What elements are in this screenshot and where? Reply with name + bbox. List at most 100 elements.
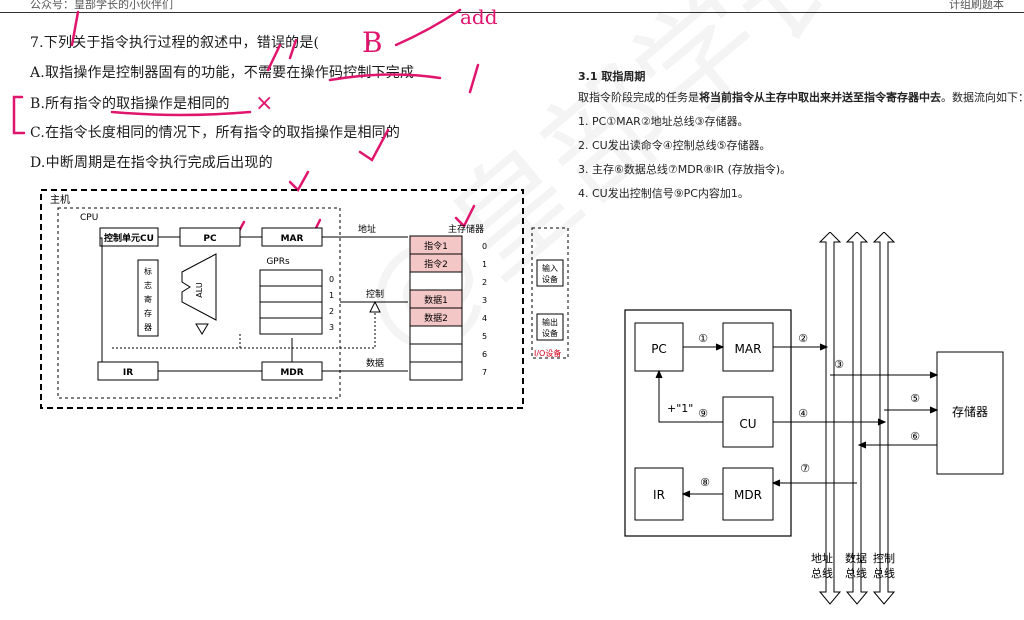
cpu-outline [624,309,792,537]
control-bus-arrow [872,232,896,605]
cpu-diagram: 主机 CPU 控制单元CU PC MAR 地址 标 志 寄 存 器 ALU GP… [40,189,569,409]
question-paren: ) [365,35,371,51]
pen-check-c [358,128,390,162]
num-8: ⑧ [700,476,710,489]
mem-idx-3: 3 [482,296,487,305]
pen-arrow [394,8,462,47]
mem-idx-4: 4 [482,314,487,323]
pen-stroke-top [70,10,80,47]
option-a: A.取指操作是控制器固有的功能，不需要在操作码控制下完成 [30,65,415,81]
gpr-idx-3: 3 [329,323,334,332]
pen-underline-b [110,110,252,117]
mem-label: 主存储器 [448,223,484,235]
pen-wrong: × [255,91,273,116]
mem-cell-3: 数据1 [424,294,448,306]
step-3: 3. 主存⑥数据总线⑦MDR⑧IR (存放指令)。 [578,163,792,176]
page-header: 公众号：皇部学长的小伙伴们 计组刷题本 [0,0,1024,13]
num-7: ⑦ [800,462,810,475]
data-label: 数据 [366,357,384,369]
pen-note: add [460,5,498,29]
pen-underline-a [328,73,442,82]
num-1: ① [698,332,708,345]
alu-label: ALU [195,282,204,298]
buses [818,232,896,605]
bus-data-l2: 总线 [845,566,867,580]
option-b: B.所有指令的取指操作是相同的 [30,96,230,112]
output-device-l2: 设备 [542,328,558,338]
cpu-box [57,207,341,399]
mem-idx-6: 6 [482,350,487,359]
question-stem: 7.下列关于指令执行过程的叙述中，错误的是() [30,32,371,52]
fetch-cycle-diagram: PC MAR CU IR MDR 存储器 ① ② ③ ④ ⑤ ⑥ ⑦ ⑧ ⑨ +… [624,232,1004,605]
intro-b: 将当前指令从主存中取出来并送至指令寄存器中去 [699,91,941,104]
gprs-grid [260,285,322,319]
ctrl-triangle-icon [369,300,381,313]
gprs-label: GPRs [266,257,290,267]
mem-idx-2: 2 [482,278,487,287]
memory-box-r [936,351,1004,475]
mem-idx-0: 0 [482,242,487,251]
flow-lines [655,343,939,498]
pc-label: PC [203,234,217,244]
cu-label-r: CU [739,417,756,431]
data-lines [100,237,408,372]
section-title: 3.1 取指周期 [578,70,646,83]
mem-idx-1: 1 [482,260,487,269]
mar-label: MAR [281,234,304,244]
gpr-idx-2: 2 [329,307,334,316]
mdr-label-r: MDR [734,488,762,502]
mem-cell-4: 数据2 [424,312,448,324]
memory-label-r: 存储器 [952,404,988,419]
data-bus-arrow [845,232,869,605]
header-left: 公众号：皇部学长的小伙伴们 [30,0,173,11]
flags-ch4: 器 [144,323,152,332]
mdr-box-r [722,467,774,521]
flags-ch0: 标 [144,266,152,276]
host-label: 主机 [50,193,70,206]
flags-ch2: 寄 [144,294,152,304]
ctrl-label: 控制 [366,288,384,300]
bus-addr-l1: 地址 [811,551,833,565]
bus-ctrl-l1: 控制 [873,551,895,565]
intro-a: 取指令阶段完成的任务是 [578,91,699,104]
ir-label-r: IR [653,488,665,502]
io-box [531,227,569,359]
intro-c: 。数据流向如下： [941,91,1024,104]
flags-ch3: 存 [144,308,152,318]
step-1: 1. PC①MAR②地址总线③存储器。 [578,115,749,128]
ir-box-r [634,467,684,521]
question-stem-text: 7.下列关于指令执行过程的叙述中，错误的是( [30,35,320,51]
cpu-label: CPU [80,213,98,223]
bus-addr-l2: 总线 [811,566,833,580]
bus-data-l1: 数据 [845,551,867,565]
flags-box [137,259,159,337]
alu-shape [181,253,217,321]
alu-triangle-icon [195,323,209,335]
pen-check-mem [454,204,476,229]
host-box [40,189,524,409]
flags-ch1: 志 [144,280,152,290]
mar-label-r: MAR [735,342,762,356]
section-intro: 取指令阶段完成的任务是将当前指令从主存中取出来并送至指令寄存器中去。数据流向如下… [578,89,1024,105]
input-device-l1: 输入 [542,263,558,273]
cu-box-r [722,396,774,448]
io-label: I/O设备 [534,348,561,358]
num-2: ② [798,332,808,345]
gpr-idx-1: 1 [329,291,334,300]
pen-bracket [12,95,26,135]
pen-answer: B [362,26,383,59]
num-5: ⑤ [910,392,920,405]
input-device-l2: 设备 [542,274,558,284]
output-device-box [536,313,564,341]
num-9: ⑨ [698,407,708,420]
mem-cell-0: 指令1 [424,240,448,252]
cu-label: 控制单元CU [104,232,154,244]
addr-label: 地址 [358,223,376,235]
gpr-idx-0: 0 [329,275,334,284]
option-c: C.在指令长度相同的情况下，所有指令的取指操作是相同的 [30,125,401,141]
mem-idx-5: 5 [482,332,487,341]
step-4: 4. CU发出控制信号⑨PC内容加1。 [578,187,749,200]
pen-check-a2 [468,63,480,94]
input-device-box [536,259,564,287]
